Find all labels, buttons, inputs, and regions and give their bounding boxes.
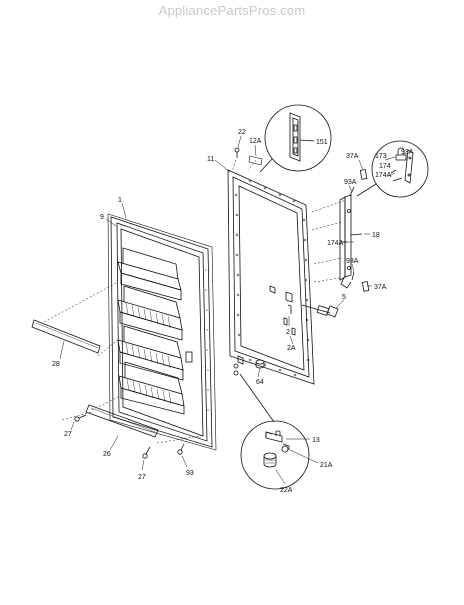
bottom-hinge-parts [233, 355, 265, 376]
callout-circle-13 [240, 420, 310, 490]
label-151: 151 [316, 139, 328, 146]
watermark: AppliancePartsPros.com [158, 3, 306, 18]
label-93a-bottom: 93A [346, 258, 359, 265]
hinge-pin-5 [301, 304, 339, 318]
label-22a: 22A [280, 487, 293, 494]
label-26: 26 [103, 451, 111, 458]
shelf-bar-28 [31, 319, 101, 354]
door-shelf-upper [117, 285, 183, 341]
door-shelf-lower [118, 361, 185, 415]
cap-37a-bottom [361, 281, 370, 292]
screw-27-bottom [142, 446, 151, 459]
label-2: 2 [286, 329, 290, 336]
label-174a-left: 174A [327, 240, 344, 247]
label-174: 174 [379, 163, 391, 170]
cap-37a-top [359, 169, 368, 180]
label-173: 173 [375, 153, 387, 160]
label-13: 13 [312, 437, 320, 444]
label-11: 11 [207, 156, 214, 163]
door-handle-18 [339, 186, 363, 289]
label-37a-top: 37A [346, 153, 359, 160]
label-93a-right: 93A [401, 149, 414, 156]
label-21a: 21A [320, 462, 333, 469]
label-174a-right: 174A [375, 172, 392, 179]
label-5: 5 [342, 294, 346, 301]
screw-93 [177, 443, 185, 455]
leader-lines [59, 135, 396, 485]
label-18: 18 [372, 232, 380, 239]
callout-circle-174 [356, 140, 429, 198]
label-28: 28 [52, 361, 60, 368]
part-labels: 22 12A 151 11 37A 173 93A 174 174A 93A 1… [52, 129, 414, 494]
label-12a: 12A [249, 138, 262, 145]
label-64: 64 [256, 379, 264, 386]
callout-circle-151 [259, 104, 332, 173]
door-shelf-top [117, 247, 182, 301]
door-shelf-middle [117, 325, 184, 381]
shelf-bar-26 [85, 404, 159, 438]
label-1: 1 [118, 197, 122, 204]
door-liner-assembly [43, 213, 217, 451]
label-93: 93 [186, 470, 194, 477]
hinge-parts [269, 285, 296, 336]
label-27-bottom: 27 [138, 474, 146, 481]
outer-door-panel [227, 147, 347, 423]
label-22: 22 [238, 129, 246, 136]
screw-27-top [74, 414, 87, 422]
label-2a: 2A [287, 345, 296, 352]
label-93a-left: 93A [344, 179, 357, 186]
label-27-top: 27 [64, 431, 72, 438]
label-37a-bottom: 37A [374, 284, 387, 291]
label-9: 9 [100, 214, 104, 221]
